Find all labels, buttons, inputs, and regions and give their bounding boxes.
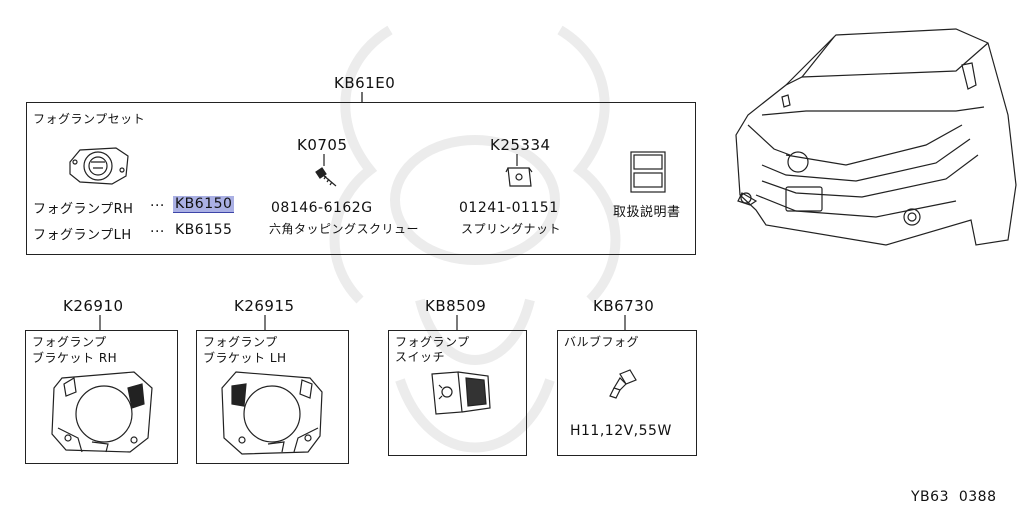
bulb-code[interactable]: KB6730 <box>593 297 655 315</box>
switch-box <box>388 330 527 456</box>
fog-lamp-illustration[interactable] <box>66 140 146 190</box>
switch-illustration[interactable] <box>428 368 498 420</box>
screw-code[interactable]: K0705 <box>297 136 348 154</box>
diagram-reference: YB63 0388 <box>911 489 997 505</box>
manual-illustration <box>630 151 666 193</box>
bulb-illustration[interactable] <box>606 368 642 402</box>
bulb-label: バルブフォグ <box>564 335 640 349</box>
screw-name: 六角タッピングスクリュー <box>269 222 420 236</box>
lh-dots: ··· <box>150 224 165 240</box>
bracket-lh-leader-line <box>264 315 266 331</box>
bracket-lh-label-1: フォグランプ <box>203 335 278 349</box>
screw-leader-line <box>323 154 325 166</box>
nut-part-number: 01241-01151 <box>459 200 559 216</box>
set-code[interactable]: KB61E0 <box>334 74 396 92</box>
bracket-lh-label-2: ブラケット LH <box>203 351 287 365</box>
rh-label: フォグランプRH <box>33 202 134 217</box>
rh-dots: ··· <box>150 198 165 214</box>
manual-name: 取扱説明書 <box>613 205 681 220</box>
bracket-rh-label-2: ブラケット RH <box>32 351 118 365</box>
bulb-spec: H11,12V,55W <box>570 423 672 439</box>
bulb-leader-line <box>624 315 626 331</box>
bracket-rh-box <box>25 330 178 464</box>
switch-leader-line <box>456 315 458 331</box>
nut-code[interactable]: K25334 <box>490 136 551 154</box>
bracket-rh-code[interactable]: K26910 <box>63 297 124 315</box>
switch-code[interactable]: KB8509 <box>425 297 487 315</box>
bracket-lh-code[interactable]: K26915 <box>234 297 295 315</box>
bracket-rh-label-1: フォグランプ <box>32 335 107 349</box>
vehicle-illustration <box>735 28 1017 246</box>
screw-illustration <box>315 167 337 187</box>
switch-label-2: スイッチ <box>395 350 446 364</box>
fog-lamp-set-box <box>26 102 696 255</box>
bracket-rh-illustration[interactable] <box>48 368 158 458</box>
screw-part-number: 08146-6162G <box>271 200 373 216</box>
set-title: フォグランプセット <box>33 112 146 126</box>
lh-code-link[interactable]: KB6155 <box>175 222 233 238</box>
bracket-lh-box <box>196 330 349 464</box>
bulb-box <box>557 330 697 456</box>
switch-label-1: フォグランプ <box>395 335 470 349</box>
lh-label: フォグランプLH <box>33 228 132 243</box>
bracket-lh-illustration[interactable] <box>218 368 328 458</box>
rh-code-link[interactable]: KB6150 <box>173 196 235 213</box>
nut-leader-line <box>516 154 518 166</box>
bracket-rh-leader-line <box>99 315 101 331</box>
set-leader-line <box>361 92 363 102</box>
nut-name: スプリングナット <box>461 222 562 236</box>
spring-nut-illustration <box>505 167 533 187</box>
